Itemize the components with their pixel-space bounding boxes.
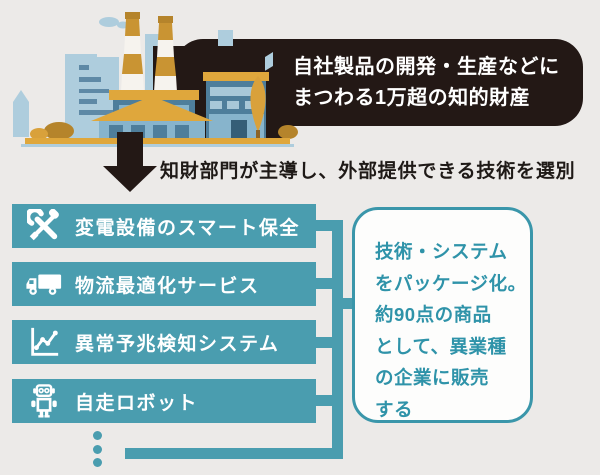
tools-icon [25, 208, 63, 244]
service-box-autonomous-robot: 自走ロボット [12, 379, 316, 423]
ellipsis-dot [93, 431, 102, 440]
top-callout-line1: 自社製品の開発・生産などに [293, 55, 560, 78]
more-items-ellipsis [93, 431, 102, 467]
connector-stub-3 [316, 337, 343, 348]
service-box-smart-maintenance: 変電設備のスマート保全 [12, 204, 316, 248]
service-box-logistics: 物流最適化サービス [12, 262, 316, 306]
result-callout-line: の企業に販売 [375, 367, 490, 388]
service-box-anomaly-detection: 異常予兆検知システム [12, 320, 316, 364]
ellipsis-dot [93, 444, 102, 454]
ellipsis-dot [93, 458, 102, 467]
chart-icon [25, 324, 63, 360]
result-callout-line: する [375, 398, 414, 420]
result-callout-line: 技術・システム [375, 241, 508, 262]
connector-trunk [332, 220, 343, 459]
factory-illustration [13, 12, 298, 147]
connector-stub-4 [316, 395, 343, 406]
service-label: 自走ロボット [75, 392, 199, 414]
result-callout: 技術・システム をパッケージ化。 約90点の商品 として、異業種 の企業に販売 … [352, 207, 533, 423]
result-callout-line: 約90点の商品 [375, 304, 492, 325]
truck-icon [25, 266, 63, 302]
service-label: 物流最適化サービス [75, 275, 260, 297]
result-callout-line: として、異業種 [375, 335, 507, 357]
connector-stub-1 [316, 220, 343, 231]
service-label: 変電設備のスマート保全 [75, 217, 300, 239]
connector-bottom-bar [125, 448, 343, 459]
connector-stub-2 [316, 278, 343, 289]
result-callout-line: をパッケージ化。 [375, 272, 527, 294]
connector-to-result-callout [343, 298, 353, 309]
service-label: 異常予兆検知システム [75, 333, 280, 355]
robot-icon [25, 383, 63, 419]
down-arrow-icon [103, 132, 157, 192]
flow-caption: 知財部門が主導し、外部提供できる技術を選別 [160, 161, 576, 182]
top-callout-line2: まつわる1万超の知的財産 [293, 86, 531, 109]
